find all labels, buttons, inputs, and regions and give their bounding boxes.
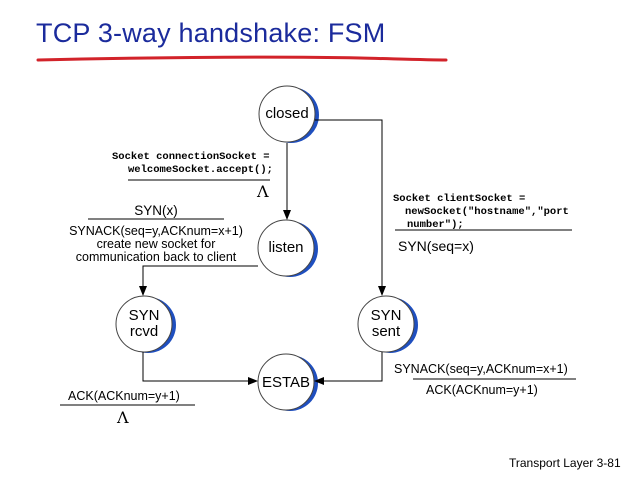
arrow-listen-to-syn-rcvd (139, 265, 258, 296)
footer-label: Transport Layer (509, 456, 594, 470)
closed-listen-action-line1: Socket connectionSocket = (112, 151, 270, 163)
listen-syn-rcvd-event: SYN(x) (134, 203, 178, 218)
listen-syn-rcvd-action-line3: communication back to client (75, 250, 237, 264)
syn-rcvd-estab-lambda: Λ (117, 408, 129, 427)
title-underline (36, 55, 448, 62)
state-syn-rcvd-label: SYN rcvd (114, 308, 174, 340)
arrow-syn-sent-to-estab (314, 352, 383, 385)
listen-syn-rcvd-action-line1: SYNACK(seq=y,ACKnum=x+1) (69, 224, 243, 238)
syn-sent-estab-event: SYNACK(seq=y,ACKnum=x+1) (394, 362, 568, 376)
state-syn-sent-line1: SYN (370, 307, 402, 324)
state-syn-rcvd (115, 295, 176, 353)
syn-sent-estab-action: ACK(ACKnum=y+1) (426, 383, 538, 397)
state-syn-sent-label: SYN sent (356, 308, 416, 340)
arrow-closed-to-syn-sent (315, 119, 386, 296)
state-listen (257, 219, 318, 277)
state-syn-sent (357, 295, 418, 353)
closed-syn-sent-action: SYN(seq=x) (398, 238, 474, 254)
state-syn-rcvd-line1: SYN (128, 307, 160, 324)
state-estab-label: ESTAB (261, 374, 311, 391)
footer: Transport Layer 3-81 (509, 456, 621, 470)
page-number: 3-81 (596, 456, 621, 470)
state-estab (257, 353, 318, 411)
syn-rcvd-estab-event: ACK(ACKnum=y+1) (68, 389, 180, 403)
state-closed (258, 85, 319, 143)
closed-syn-sent-event-line1: Socket clientSocket = (393, 193, 526, 205)
listen-syn-rcvd-action-line2: create new socket for (96, 237, 216, 251)
closed-listen-action-line2: welcomeSocket.accept(); (128, 164, 273, 176)
closed-syn-sent-event-line3: number"); (407, 219, 464, 231)
state-listen-label: listen (268, 239, 304, 256)
closed-listen-lambda: Λ (257, 182, 269, 201)
state-closed-label: closed (265, 105, 309, 122)
closed-syn-sent-event-line2: newSocket("hostname","port (405, 206, 569, 218)
state-syn-rcvd-line2: rcvd (129, 323, 159, 340)
slide-title: TCP 3-way handshake: FSM (36, 18, 386, 48)
arrow-syn-rcvd-to-estab (142, 352, 258, 385)
state-syn-sent-line2: sent (371, 323, 401, 340)
